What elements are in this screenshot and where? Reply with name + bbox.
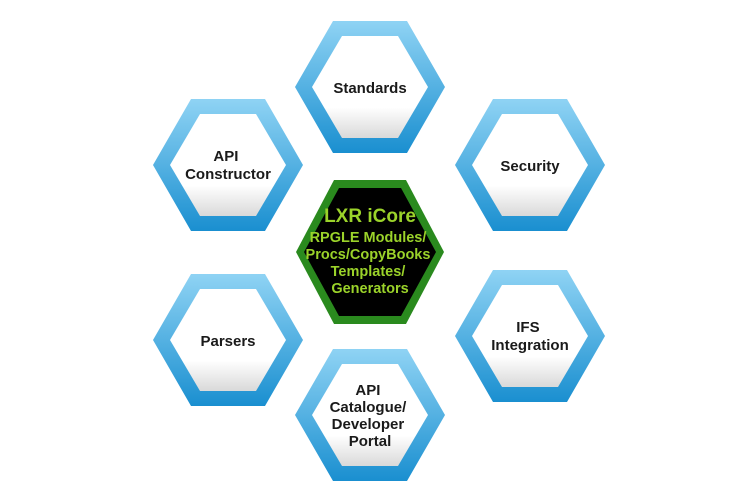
core-hex-inner [304, 188, 436, 316]
hex-label: IFS Integration [491, 319, 569, 354]
label-line-1: API [213, 148, 238, 165]
hex-label: Security [500, 158, 560, 175]
hex-label: API Catalogue/ Developer Portal [330, 382, 411, 450]
hex-inner [472, 285, 588, 387]
core-line-1: RPGLE Modules/ [310, 230, 427, 246]
hex-node-api-constructor: API Constructor [153, 99, 303, 231]
hex-node-parsers: Parsers [153, 274, 303, 406]
hex-node-api-catalogue: API Catalogue/ Developer Portal [295, 349, 445, 481]
core-line-2: Procs/CopyBooks [306, 247, 431, 263]
label-line-1: API [355, 382, 380, 399]
hex-inner [312, 36, 428, 138]
label-line-1: IFS [516, 319, 539, 336]
core-body: RPGLE Modules/ Procs/CopyBooks Templates… [306, 230, 435, 297]
hex-label: API Constructor [185, 148, 271, 183]
label-line-1: Standards [333, 80, 406, 97]
hex-label: Standards [333, 80, 406, 97]
core-line-3: Templates/ [331, 264, 406, 280]
hex-node-ifs-integration: IFS Integration [455, 270, 605, 402]
label-line-1: Security [500, 158, 560, 175]
hex-inner [472, 114, 588, 216]
hex-inner [170, 289, 286, 391]
label-line-3: Developer [332, 416, 405, 433]
hex-inner [312, 364, 428, 466]
hex-node-standards: Standards [295, 21, 445, 153]
hex-node-core: LXR iCore RPGLE Modules/ Procs/CopyBooks… [296, 180, 444, 324]
label-line-1: Parsers [200, 333, 255, 350]
label-line-2: Integration [491, 337, 569, 354]
core-title: LXR iCore [324, 206, 416, 227]
hex-inner [170, 114, 286, 216]
hex-label: Parsers [200, 333, 255, 350]
label-line-2: Catalogue/ [330, 399, 408, 416]
label-line-4: Portal [349, 433, 392, 450]
core-line-4: Generators [331, 281, 408, 297]
label-line-2: Constructor [185, 166, 271, 183]
hex-node-security: Security [455, 99, 605, 231]
